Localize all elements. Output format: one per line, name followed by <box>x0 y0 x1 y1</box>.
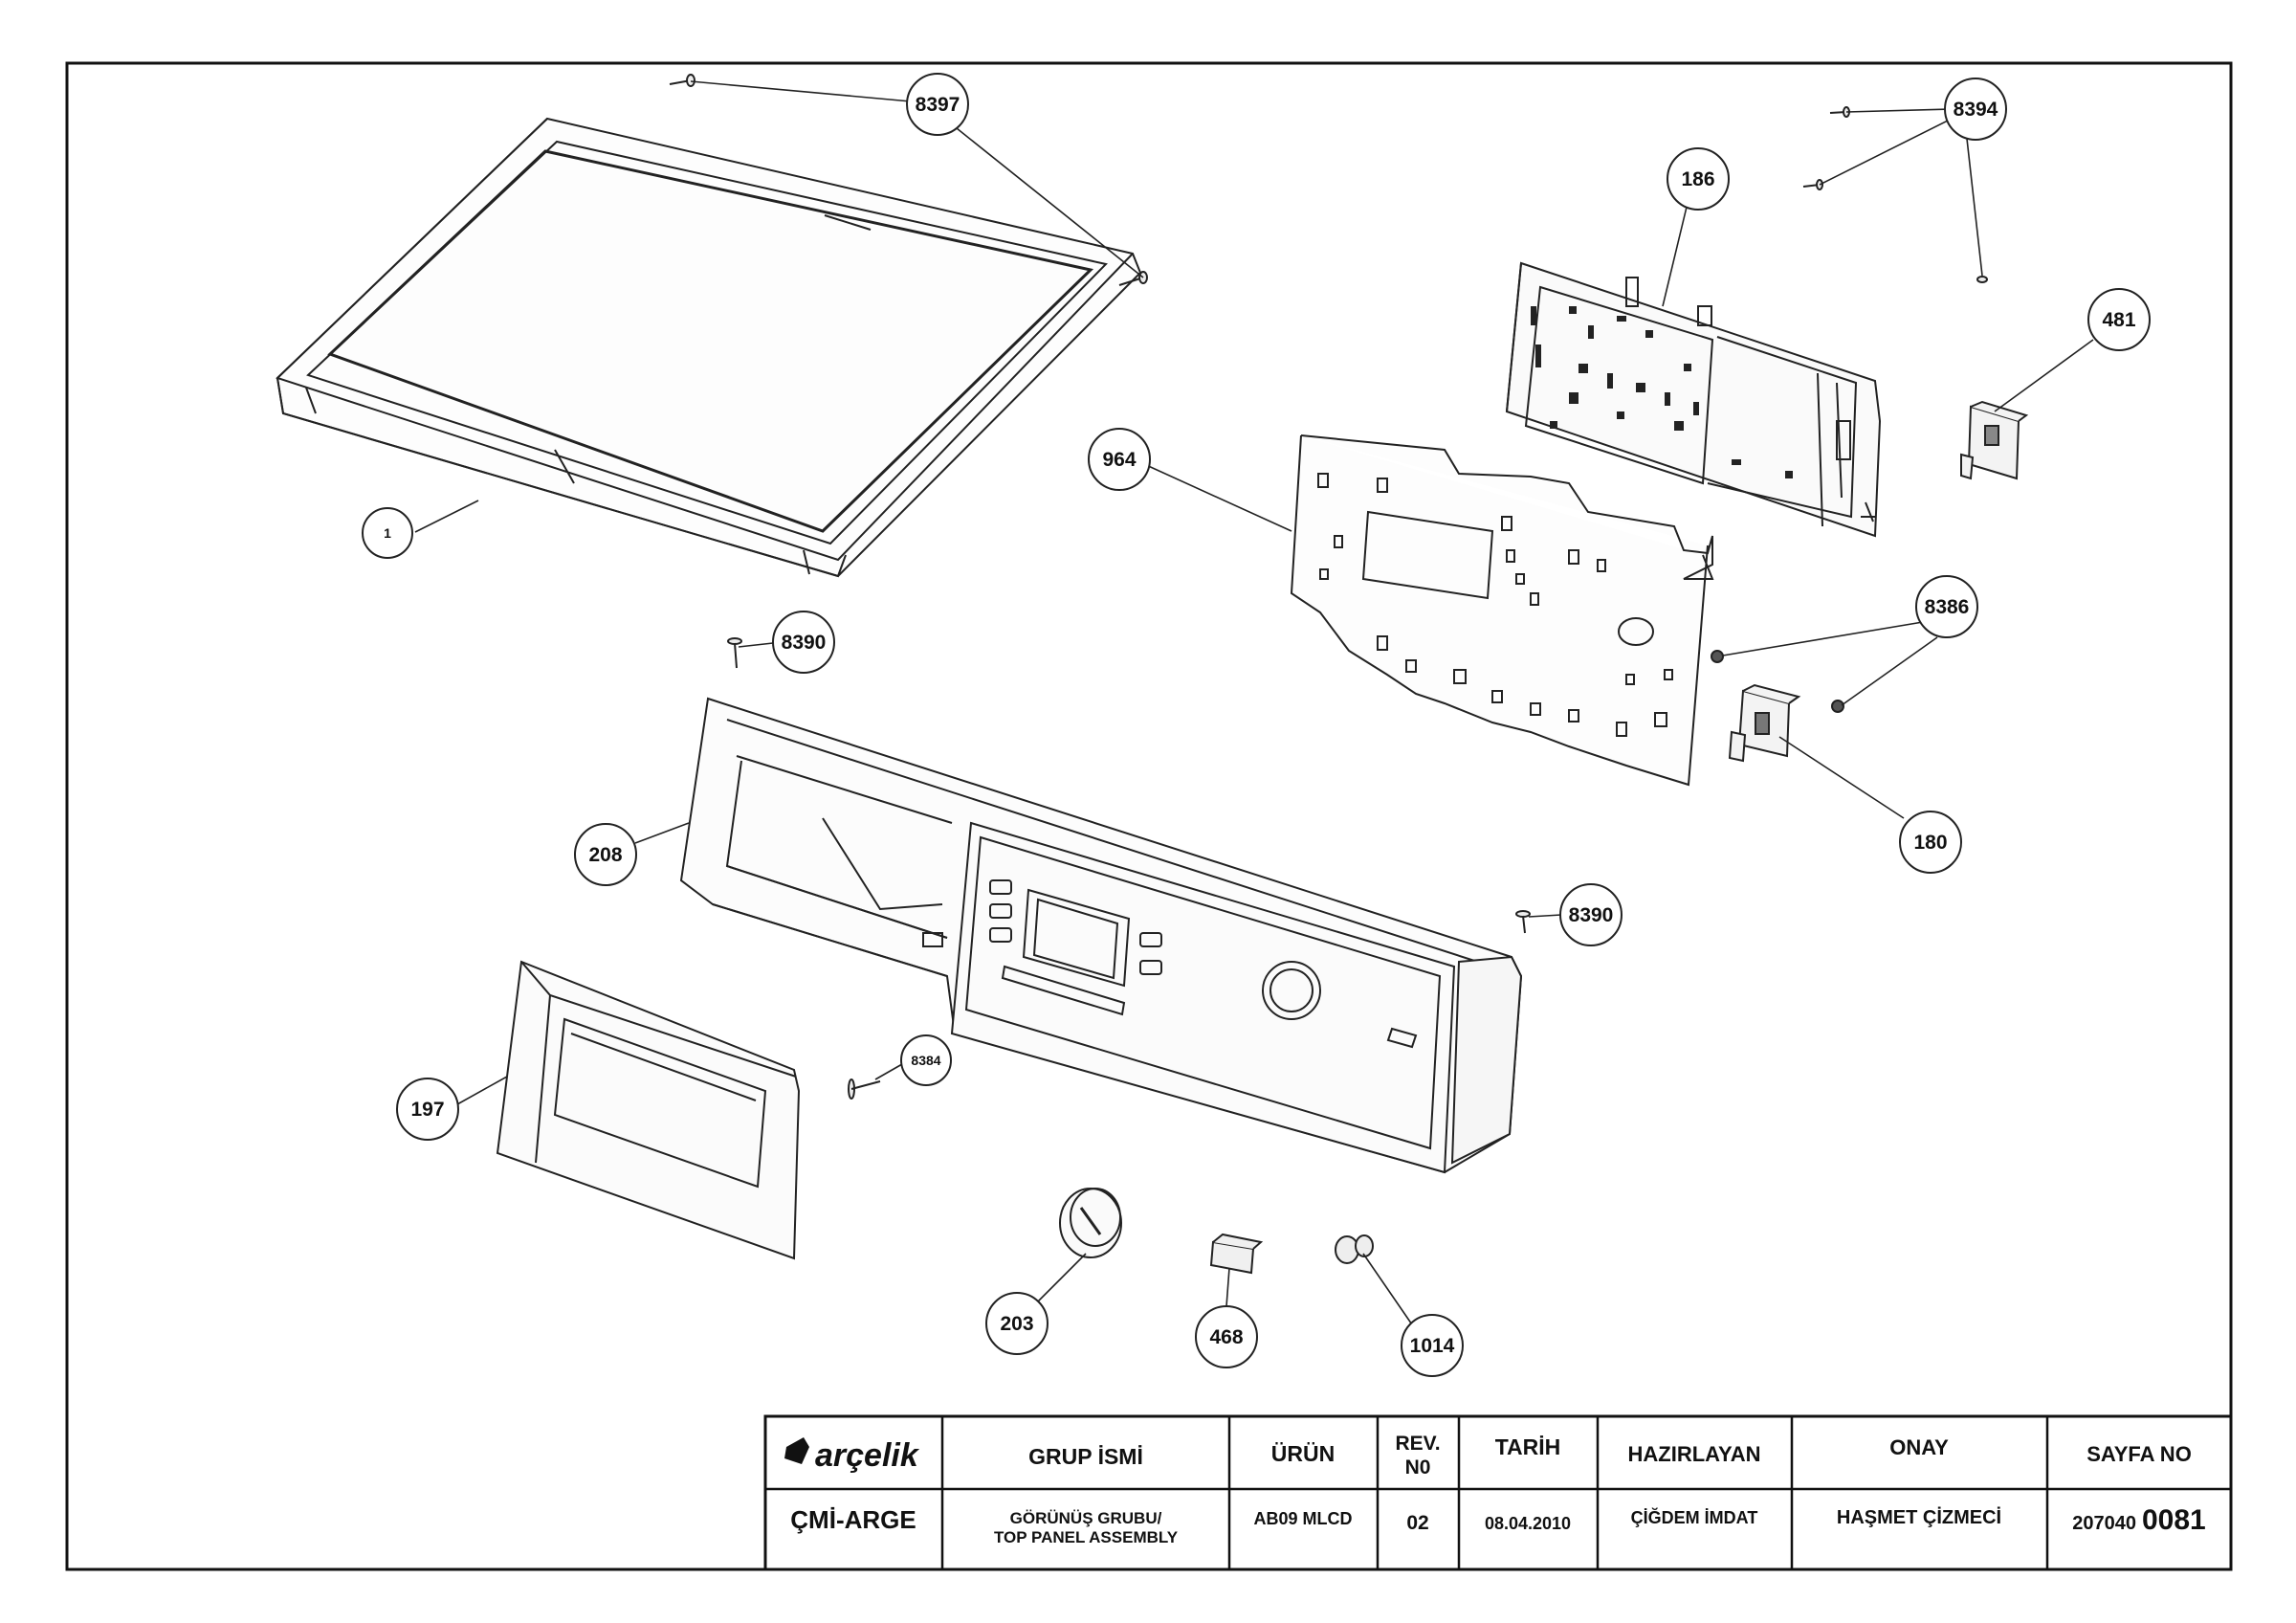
callout-8390-top: 8390 <box>772 611 835 674</box>
screw-8386-a <box>1711 650 1724 663</box>
group-name-line1: GÖRÜNÜŞ GRUBU/ <box>1010 1509 1162 1527</box>
svg-text:8397: 8397 <box>916 94 960 116</box>
prepared-value: ÇİĞDEM İMDAT <box>1631 1507 1758 1527</box>
callout-203: 203 <box>985 1292 1049 1355</box>
insulation-cutouts <box>1317 473 1673 737</box>
rev-header-1: REV. <box>1395 1433 1440 1455</box>
callout-1: 1 <box>362 507 413 559</box>
callout-8390-right: 8390 <box>1559 883 1623 946</box>
product-header: ÜRÜN <box>1271 1441 1335 1466</box>
part-end-cap <box>1450 955 1523 1165</box>
callout-197: 197 <box>396 1078 459 1141</box>
page-prefix: 207040 <box>2072 1513 2136 1534</box>
svg-text:8390: 8390 <box>1569 904 1614 926</box>
callout-208: 208 <box>574 823 637 886</box>
callout-8397: 8397 <box>906 73 969 136</box>
svg-text:1: 1 <box>384 525 391 541</box>
screw-8397-a <box>669 74 695 87</box>
svg-text:180: 180 <box>1913 832 1947 854</box>
title-block-grid <box>765 1416 2231 1569</box>
svg-text:186: 186 <box>1681 168 1714 190</box>
approval-header: ONAY <box>1889 1435 1949 1459</box>
department: ÇMİ-ARGE <box>790 1505 916 1534</box>
part-switch-481 <box>1960 400 2029 480</box>
part-control-board <box>1505 261 1882 538</box>
svg-text:8386: 8386 <box>1925 596 1970 618</box>
callout-8394: 8394 <box>1944 78 2007 141</box>
page-number: 207040 0081 <box>2072 1504 2206 1536</box>
screw-8394-c <box>1976 276 1988 283</box>
callout-186: 186 <box>1667 147 1730 211</box>
part-insulation-964 <box>1290 434 1714 787</box>
part-fascia-panel <box>950 821 1456 1174</box>
svg-text:arçelik: arçelik <box>815 1437 920 1474</box>
part-knob-203 <box>1059 1188 1122 1258</box>
screw-8386-b <box>1831 700 1844 713</box>
svg-text:1014: 1014 <box>1410 1335 1455 1357</box>
rev-header-2: N0 <box>1405 1456 1431 1478</box>
prepared-header: HAZIRLAYAN <box>1628 1442 1761 1466</box>
date-value: 08.04.2010 <box>1485 1514 1571 1533</box>
page-suffix: 0081 <box>2142 1504 2206 1536</box>
screw-8390-b <box>1515 910 1531 934</box>
svg-text:208: 208 <box>588 844 622 866</box>
part-top-lid <box>276 117 1142 578</box>
callout-8384: 8384 <box>900 1034 952 1086</box>
svg-text:964: 964 <box>1102 449 1136 471</box>
callout-481: 481 <box>2087 288 2151 351</box>
date-header: TARİH <box>1495 1434 1561 1459</box>
rev-value: 02 <box>1406 1512 1428 1534</box>
svg-text:468: 468 <box>1209 1326 1243 1348</box>
screw-8384 <box>848 1078 881 1100</box>
svg-text:8394: 8394 <box>1954 99 1998 121</box>
approval-value: HAŞMET ÇİZMECİ <box>1837 1506 2001 1528</box>
screw-8390-a <box>727 637 742 669</box>
pcb-components <box>1531 306 1793 478</box>
title-block: arçelik ÇMİ-ARGE GRUP İSMİ GÖRÜNÜŞ GRUBU… <box>763 1414 2233 1571</box>
title-block-frame <box>763 1414 2233 1571</box>
callout-964: 964 <box>1088 428 1151 491</box>
svg-text:197: 197 <box>410 1099 444 1121</box>
part-drawer-front <box>496 960 801 1260</box>
product-value: AB09 MLCD <box>1253 1509 1352 1528</box>
group-name-header: GRUP İSMİ <box>1028 1444 1143 1469</box>
svg-text:203: 203 <box>1000 1313 1033 1335</box>
callout-1014: 1014 <box>1401 1314 1464 1377</box>
svg-text:8390: 8390 <box>782 632 827 654</box>
group-name-line2: TOP PANEL ASSEMBLY <box>994 1528 1179 1546</box>
page-header: SAYFA NO <box>2086 1442 2192 1466</box>
svg-text:481: 481 <box>2102 309 2135 331</box>
callout-468: 468 <box>1195 1305 1258 1368</box>
part-button-468 <box>1209 1233 1264 1275</box>
part-switch-180 <box>1728 683 1801 763</box>
callout-180: 180 <box>1899 811 1962 874</box>
part-knob-1014 <box>1335 1234 1374 1264</box>
arcelik-logo: arçelik <box>784 1437 920 1474</box>
leader-lines <box>414 80 2094 1331</box>
svg-text:8384: 8384 <box>911 1053 940 1068</box>
callout-8386: 8386 <box>1915 575 1978 638</box>
